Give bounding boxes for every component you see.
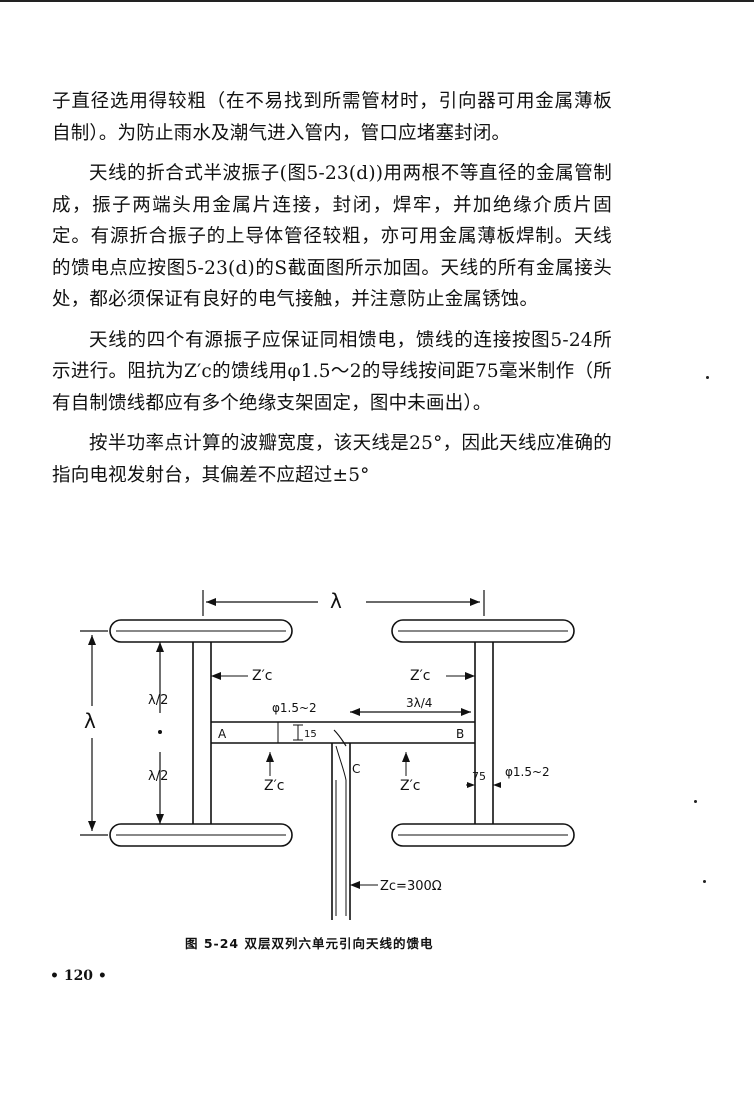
arrowhead (470, 598, 480, 606)
figure-caption: 图 5-24 双层双列六单元引向天线的馈电 (185, 936, 434, 951)
arrowhead (88, 635, 96, 645)
arrowhead (266, 752, 274, 762)
zc-label-lower-left: Z′c (264, 778, 284, 794)
arrowhead (88, 821, 96, 831)
right-lower-dipole (391, 823, 575, 847)
arrowhead (467, 782, 475, 788)
point-b-label: B (456, 727, 464, 741)
zc-label-upper-right: Z′c (410, 668, 430, 684)
lambda-label-left: λ (84, 709, 96, 733)
arrowhead (211, 672, 221, 680)
paragraph-1: 子直径选用得较粗（在不易找到所需管材时，引向器可用金属薄板自制）。为防止雨水及潮… (52, 91, 612, 144)
center-dot (158, 730, 162, 734)
scan-speck (694, 800, 697, 803)
zc-label-upper-left: Z′c (252, 668, 272, 684)
wire-spec-label-upper: φ1.5~2 (272, 701, 317, 715)
lambda-dimension (202, 590, 485, 616)
main-feeder-label: Zc=300Ω (380, 879, 442, 894)
paragraph-3: 天线的四个有源振子应保证同相馈电，馈线的连接按图5-24所示进行。阻抗为Z′c的… (52, 329, 612, 414)
half-lambda-label-lower: λ/2 (148, 769, 168, 784)
arrowhead (206, 598, 216, 606)
horizontal-feeder (211, 721, 475, 744)
arrowhead (493, 782, 501, 788)
spacing-75-label: 75 (472, 770, 486, 783)
feed-junction (333, 729, 347, 747)
zc-label-lower-right: Z′c (400, 778, 420, 794)
main-feeder-twist (335, 745, 347, 916)
vertical-lambda-dimension (80, 630, 108, 836)
point-c-label: C (352, 762, 360, 776)
wire-spec-label-right: φ1.5~2 (505, 765, 550, 779)
spacing-mark-15 (293, 724, 303, 741)
lambda-label-top: λ (330, 589, 342, 613)
paragraph-2: 天线的折合式半波振子(图5-23(d))用两根不等直径的金属管制成，振子两端头用… (52, 163, 612, 310)
left-upper-dipole (109, 619, 293, 643)
diagram-svg: λ λ λ/2 λ/2 Z′c Z′c Z′c Z′c φ1.5~2 φ1.5~… (80, 589, 575, 920)
arrowhead (465, 672, 475, 680)
scan-speck (703, 880, 706, 883)
antenna-feed-diagram: λ λ λ/2 λ/2 Z′c Z′c Z′c Z′c φ1.5~2 φ1.5~… (60, 580, 620, 930)
arrowhead (350, 708, 360, 716)
arrowhead (461, 708, 471, 716)
spacing-15-label: 15 (304, 729, 317, 740)
left-vertical-feeder (192, 642, 212, 824)
scan-speck (706, 376, 709, 379)
arrowhead (156, 642, 164, 652)
page-number: • 120 • (50, 968, 107, 984)
body-text: 子直径选用得较粗（在不易找到所需管材时，引向器可用金属薄板自制）。为防止雨水及潮… (52, 86, 612, 500)
paragraph-4: 按半功率点计算的波瓣宽度，该天线是25°，因此天线应准确的指向电视发射台，其偏差… (52, 433, 612, 486)
main-feeder-line (331, 743, 351, 920)
right-upper-dipole (391, 619, 575, 643)
arrowhead (156, 814, 164, 824)
three-quarter-lambda-label: 3λ/4 (406, 696, 432, 710)
arrowhead (402, 752, 410, 762)
arrowhead (350, 881, 360, 889)
half-lambda-label-upper: λ/2 (148, 693, 168, 708)
left-lower-dipole (109, 823, 293, 847)
right-vertical-feeder (474, 642, 494, 824)
top-border-line (0, 0, 754, 2)
point-a-label: A (218, 727, 227, 741)
